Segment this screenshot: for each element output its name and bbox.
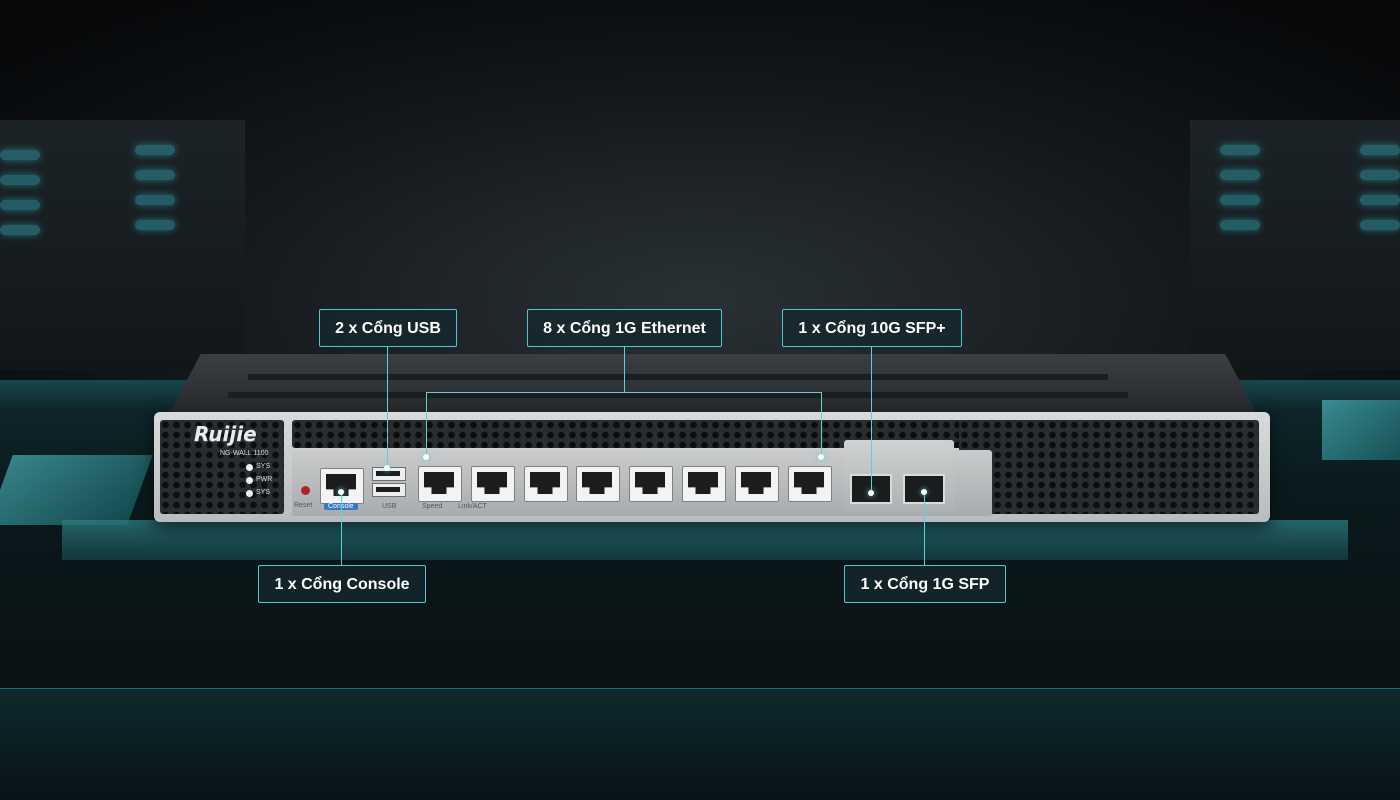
reset-button[interactable] [301,486,310,495]
sfp-plus-callout-line [871,347,872,493]
status-led [246,464,253,471]
device-base-plate [62,520,1348,560]
ethernet-callout-stem [624,347,625,392]
ethernet-callout-dot [423,454,429,460]
rack-light [0,200,40,210]
ethernet-port-8[interactable] [788,466,832,502]
sfp-callout: 1 x Cổng 1G SFP [844,565,1006,603]
rack-light [135,220,175,230]
ethernet-port-5[interactable] [629,466,673,502]
vent-mesh-right [959,420,1259,514]
usb-port-2[interactable] [372,483,406,497]
ethernet-port-3[interactable] [524,466,568,502]
rack-light [1360,220,1400,230]
ethernet-callout-dot [818,454,824,460]
rack-light [135,170,175,180]
usb-callout-dot [384,465,390,471]
brand-logo: Ruijie [194,422,257,446]
bottom-band [0,688,1400,800]
ethernet-port-6[interactable] [682,466,726,502]
usb-callout-line [387,347,388,467]
console-tag: Console [324,503,358,510]
glowing-chip-left [0,455,153,525]
device-front-panel: Ruijie NG-WALL 1100 SYS PWR SYS Reset Co… [154,412,1270,522]
server-rack-right [1190,120,1340,370]
device-top-cover [168,354,1258,416]
status-led [246,490,253,497]
ethernet-port-1[interactable] [418,466,462,502]
usb-label: USB [382,503,397,510]
ethernet-port-7[interactable] [735,466,779,502]
console-callout: 1 x Cổng Console [258,565,426,603]
sfp-plus-callout-dot [868,490,874,496]
status-led [246,477,253,484]
status-led-label: SYS [256,463,271,470]
model-label: NG-WALL 1100 [220,450,269,457]
rack-light [135,195,175,205]
top-groove [248,374,1108,380]
rack-light [1220,220,1260,230]
console-callout-line [341,492,342,566]
ethernet-callout-bracket [426,392,822,393]
rack-light [0,175,40,185]
console-port[interactable] [320,468,364,504]
rack-light [1360,145,1400,155]
server-rack-left-2 [95,120,245,370]
rack-light [1360,195,1400,205]
console-callout-dot [338,489,344,495]
status-led-label: SYS [256,489,271,496]
sfp-callout-line [924,492,925,566]
top-groove [228,392,1128,398]
glowing-chip-right [1322,400,1400,460]
rack-light [0,225,40,235]
rack-light [1360,170,1400,180]
rack-light [1220,170,1260,180]
rack-light [1220,195,1260,205]
reset-label: Reset [294,502,313,509]
link-label: Link/ACT [458,503,487,510]
ethernet-port-4[interactable] [576,466,620,502]
ethernet-callout: 8 x Cổng 1G Ethernet [527,309,722,347]
ethernet-callout-right [821,392,822,456]
server-rack-right-2 [1330,120,1400,370]
ethernet-callout-left [426,392,427,456]
vent-mesh-left [160,420,284,514]
sfp-callout-dot [921,489,927,495]
ethernet-port-2[interactable] [471,466,515,502]
rack-light [1220,145,1260,155]
rack-light [0,150,40,160]
status-led-label: PWR [256,476,273,483]
vent-mesh-top [292,420,992,448]
sfp-plus-callout: 1 x Cổng 10G SFP+ [782,309,962,347]
speed-label: Speed [422,503,443,510]
usb-callout: 2 x Cổng USB [319,309,457,347]
rack-light [135,145,175,155]
